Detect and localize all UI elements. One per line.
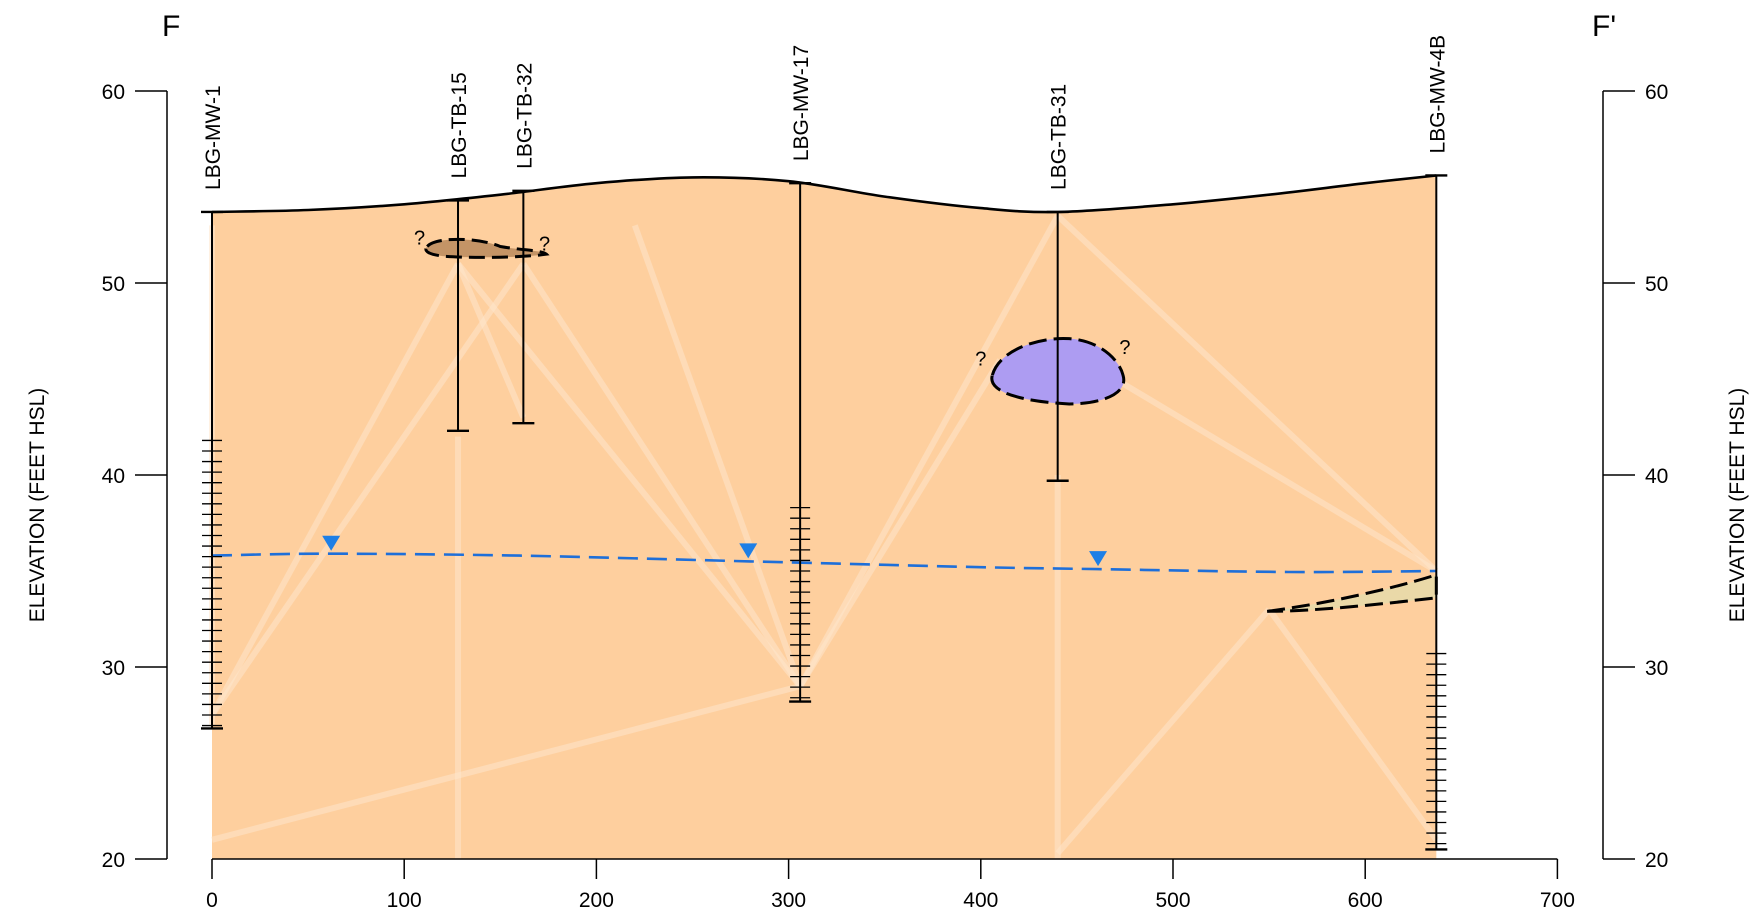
right-y-tick-label-60: 60 bbox=[1645, 81, 1668, 104]
section-start-label: F bbox=[162, 10, 180, 43]
boring-label-lbg-mw-17: LBG-MW-17 bbox=[790, 45, 813, 161]
interpolation-line-16 bbox=[211, 683, 801, 843]
boring-label-lbg-tb-15: LBG-TB-15 bbox=[448, 72, 471, 178]
uncertainty-mark-3: ? bbox=[975, 349, 986, 371]
x-tick-label-0: 0 bbox=[206, 889, 218, 912]
water-table-layer bbox=[211, 535, 1437, 574]
left-y-tick-label-60: 60 bbox=[102, 81, 125, 104]
water-table-line bbox=[211, 552, 1437, 574]
left-y-tick-label-50: 50 bbox=[102, 273, 125, 296]
boring-label-lbg-mw-1: LBG-MW-1 bbox=[202, 85, 225, 190]
interpolation-line-11 bbox=[1055, 607, 1272, 856]
soil-fill bbox=[212, 175, 1437, 859]
boring-label-lbg-mw-4b: LBG-MW-4B bbox=[1426, 35, 1449, 154]
interpolation-line-15 bbox=[632, 224, 803, 688]
uncertainty-mark-2: ? bbox=[539, 233, 550, 255]
right-y-tick-label-50: 50 bbox=[1645, 273, 1668, 296]
interpolation-line-4 bbox=[520, 262, 803, 688]
x-tick-label-200: 200 bbox=[579, 889, 614, 912]
x-tick-label-400: 400 bbox=[963, 889, 998, 912]
water-level-marker-3 bbox=[1089, 551, 1108, 567]
interpolation-line-2 bbox=[209, 262, 526, 717]
y-axis-title-left: ELEVATION (FEET HSL) bbox=[26, 388, 49, 623]
soil-layer bbox=[209, 174, 1439, 859]
section-end-label: F' bbox=[1592, 10, 1616, 43]
uncertainty-mark-4: ? bbox=[1119, 337, 1130, 359]
x-tick-label-100: 100 bbox=[387, 889, 422, 912]
left-y-tick-label-30: 30 bbox=[102, 657, 125, 680]
x-tick-label-500: 500 bbox=[1155, 889, 1190, 912]
interpolation-line-5 bbox=[455, 262, 527, 419]
y-axis-title-right: ELEVATION (FEET HSL) bbox=[1726, 388, 1749, 623]
right-y-tick-label-40: 40 bbox=[1645, 465, 1668, 488]
boring-label-lbg-tb-31: LBG-TB-31 bbox=[1048, 84, 1071, 190]
interpolation-line-6 bbox=[797, 214, 1061, 688]
right-y-tick-label-30: 30 bbox=[1645, 657, 1668, 680]
interpolation-line-8 bbox=[1055, 213, 1439, 574]
x-tick-label-700: 700 bbox=[1540, 889, 1575, 912]
boring-label-lbg-tb-32: LBG-TB-32 bbox=[513, 63, 536, 169]
brown-lens bbox=[424, 237, 550, 259]
water-level-marker-1 bbox=[322, 535, 341, 551]
water-level-marker-2 bbox=[739, 543, 758, 559]
uncertainty-mark-1: ? bbox=[414, 228, 425, 250]
ground-surface-line bbox=[211, 174, 1437, 214]
interpolation-line-7 bbox=[797, 358, 1003, 688]
boring-layer: LBG-MW-1 LBG-TB-15 LBG-TB-32 LBG-MW-17 LBG-T… bbox=[201, 35, 1449, 851]
x-tick-label-300: 300 bbox=[771, 889, 806, 912]
interpolation-line-10 bbox=[1266, 607, 1439, 842]
interpolation-line-1 bbox=[209, 262, 461, 717]
interpolation-line-3 bbox=[455, 261, 803, 689]
x-tick-label-600: 600 bbox=[1348, 889, 1383, 912]
interpolation-line-9 bbox=[1113, 376, 1438, 574]
left-y-tick-label-40: 40 bbox=[102, 465, 125, 488]
right-y-tick-label-20: 20 bbox=[1645, 849, 1668, 872]
left-y-tick-label-20: 20 bbox=[102, 849, 125, 872]
